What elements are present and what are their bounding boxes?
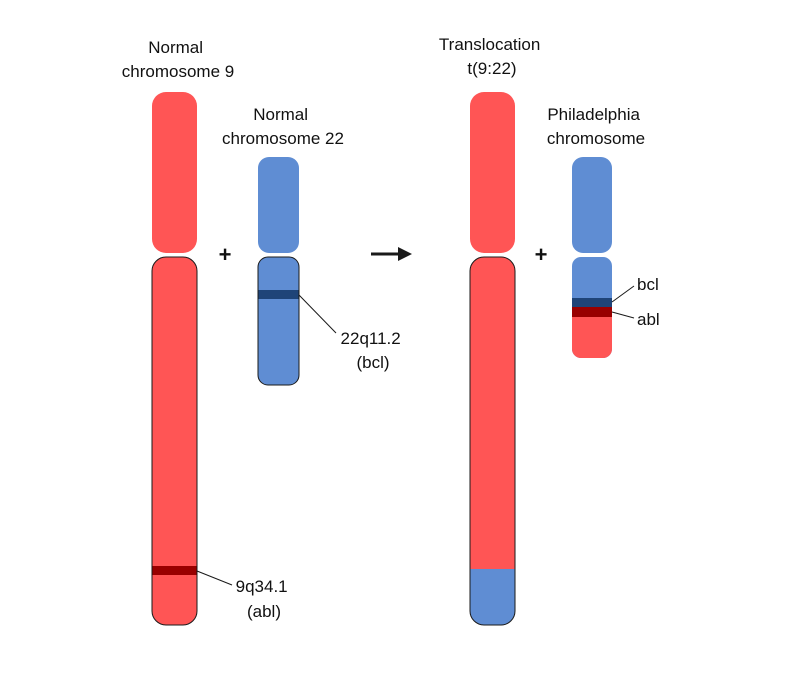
translocation-title-line2: t(9:22) — [467, 59, 516, 78]
ph-bcl-band — [572, 298, 612, 307]
abl-band-9q34 — [152, 566, 197, 575]
ph-abl-band — [572, 307, 612, 317]
chr22-title: Normal chromosome 22 — [222, 105, 344, 148]
band-9q34-label-line1: 9q34.1 — [236, 577, 288, 596]
band-22q11-label: 22q11.2 (bcl) — [341, 329, 406, 372]
der9-long-arm — [470, 257, 515, 625]
chr9-title-line1: Normal — [148, 38, 203, 57]
ph-bcl-leader-line — [611, 285, 635, 303]
chr22-long-arm — [258, 257, 299, 385]
chr22-title-line1: Normal — [253, 105, 308, 124]
translocated-chromosome-9 — [469, 92, 516, 626]
chr9-title: Normal chromosome 9 — [122, 38, 234, 81]
chr9-title-line2: chromosome 9 — [122, 62, 234, 81]
leader-lines — [196, 285, 635, 586]
normal-chromosome-9 — [151, 92, 198, 626]
band-22q11-label-line2: (bcl) — [356, 353, 389, 372]
philadelphia-title: Philadelphia chromosome — [547, 105, 645, 148]
der9-chr22-segment — [470, 569, 515, 625]
philadelphia-title-line1: Philadelphia — [547, 105, 640, 124]
translocation-title-line1: Translocation — [439, 35, 540, 54]
philadelphia-chromosome — [572, 157, 612, 358]
plus-sign-right: + — [535, 242, 548, 267]
right-arrow-icon — [371, 247, 412, 261]
ph-abl-leader-line — [611, 311, 635, 319]
bcl-leader-line — [298, 294, 337, 334]
philadelphia-title-line2: chromosome — [547, 129, 645, 148]
bcl-band-22q11 — [258, 290, 299, 299]
chr9-long-arm — [152, 257, 197, 625]
der9-short-arm — [470, 92, 515, 253]
ph-bcl-label: bcl — [637, 275, 659, 294]
band-22q11-label-line1: 22q11.2 — [341, 329, 401, 348]
abl-leader-line — [196, 570, 233, 586]
translocation-title: Translocation t(9:22) — [439, 35, 545, 78]
ph-abl-label: abl — [637, 310, 660, 329]
chr22-title-line2: chromosome 22 — [222, 129, 344, 148]
band-9q34-label-line2: (abl) — [247, 602, 281, 621]
ph-short-arm — [572, 157, 612, 253]
plus-sign-left: + — [219, 242, 232, 267]
band-9q34-label: 9q34.1 (abl) — [236, 577, 293, 621]
chr22-short-arm — [258, 157, 299, 253]
ph-chr9-segment — [572, 317, 612, 358]
chr9-short-arm — [152, 92, 197, 253]
normal-chromosome-22 — [257, 157, 300, 386]
